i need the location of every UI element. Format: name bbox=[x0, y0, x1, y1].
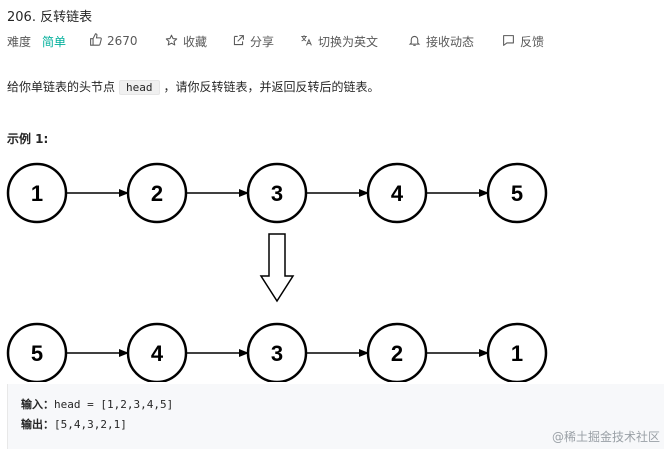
description-text-after: ，请你反转链表，并返回反转后的链表。 bbox=[163, 80, 380, 94]
top-node-label-5: 5 bbox=[511, 181, 523, 206]
example-io-block: 输入：head = [1,2,3,4,5] 输出：[5,4,3,2,1] bbox=[7, 384, 664, 449]
example-input: 输入：head = [1,2,3,4,5] bbox=[21, 396, 173, 412]
problem-title: 206. 反转链表 bbox=[7, 10, 93, 25]
difficulty-badge: 简单 bbox=[42, 35, 67, 49]
star-icon bbox=[165, 34, 178, 50]
bottom-node-label-5: 1 bbox=[511, 341, 523, 366]
bottom-node-label-2: 4 bbox=[151, 341, 164, 366]
original-list: 1 2 3 4 5 bbox=[6, 162, 548, 224]
notification-label: 接收动态 bbox=[426, 35, 475, 49]
reversed-list: 5 4 3 2 1 bbox=[6, 322, 548, 382]
linked-list-diagram: 1 2 3 4 5 5 4 3 2 1 bbox=[6, 162, 548, 382]
switch-language-button[interactable]: 切换为英文 bbox=[300, 33, 378, 50]
watermark-text: @稀土掘金技术社区 bbox=[551, 430, 660, 444]
inline-code: head bbox=[119, 80, 160, 95]
input-value: head = [1,2,3,4,5] bbox=[54, 398, 174, 411]
output-label: 输出： bbox=[21, 418, 54, 431]
feedback-button[interactable]: 反馈 bbox=[502, 33, 544, 50]
bottom-node-label-4: 2 bbox=[391, 341, 403, 366]
example-title: 示例 1: bbox=[7, 132, 49, 146]
feedback-label: 反馈 bbox=[520, 35, 545, 49]
notification-button[interactable]: 接收动态 bbox=[408, 33, 474, 50]
like-count: 2670 bbox=[107, 34, 138, 48]
top-node-label-4: 4 bbox=[391, 181, 404, 206]
input-label: 输入： bbox=[21, 398, 54, 411]
down-arrow-icon bbox=[259, 233, 295, 303]
description-text-before: 给你单链表的头节点 bbox=[7, 80, 116, 94]
like-button[interactable]: 2670 bbox=[89, 33, 138, 49]
share-button[interactable]: 分享 bbox=[232, 33, 274, 50]
bottom-node-label-1: 5 bbox=[31, 341, 43, 366]
difficulty: 难度 简单 bbox=[7, 33, 66, 50]
share-icon bbox=[232, 34, 245, 50]
top-node-label-2: 2 bbox=[151, 181, 163, 206]
bottom-node-5 bbox=[486, 322, 548, 382]
favorite-label: 收藏 bbox=[183, 35, 208, 49]
top-node-label-1: 1 bbox=[31, 181, 43, 206]
bell-icon bbox=[408, 34, 421, 50]
translate-icon bbox=[300, 34, 313, 50]
output-value: [5,4,3,2,1] bbox=[54, 418, 127, 431]
top-node-label-3: 3 bbox=[271, 181, 283, 206]
feedback-icon bbox=[502, 34, 515, 50]
top-node-5 bbox=[486, 162, 548, 224]
share-label: 分享 bbox=[250, 35, 275, 49]
favorite-button[interactable]: 收藏 bbox=[165, 33, 207, 50]
switch-language-label: 切换为英文 bbox=[318, 35, 379, 49]
watermark: @稀土掘金技术社区 bbox=[552, 428, 660, 445]
difficulty-label: 难度 bbox=[7, 35, 32, 49]
example-output: 输出：[5,4,3,2,1] bbox=[21, 416, 127, 432]
thumbs-up-icon bbox=[89, 33, 102, 49]
bottom-node-label-3: 3 bbox=[271, 341, 283, 366]
